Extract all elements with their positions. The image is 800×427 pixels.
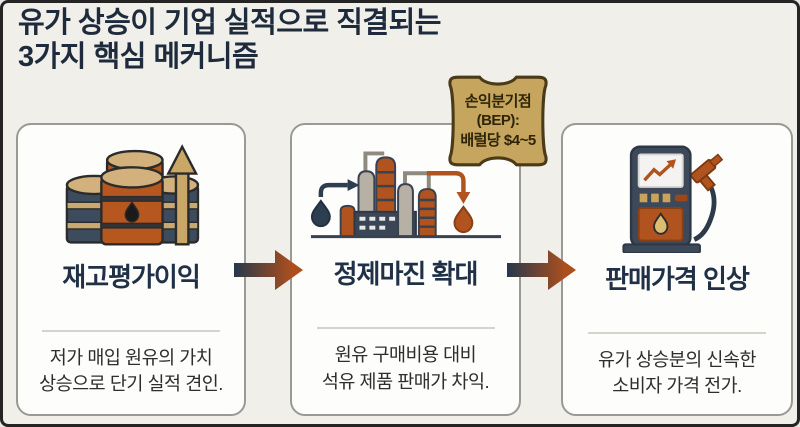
- desc-line-2: 석유 제품 판매가 차익.: [321, 370, 490, 392]
- oil-barrels-icon: [56, 141, 206, 251]
- fuel-pump-icon: [616, 141, 738, 253]
- card-heading: 판매가격 인상: [605, 264, 750, 294]
- bep-line-2: (BEP):: [476, 112, 520, 130]
- card-heading: 재고평가이익: [62, 262, 201, 292]
- title-line-2: 3가지 핵심 메커니즘: [18, 40, 259, 73]
- card-price-increase: 판매가격 인상 유가 상승분의 신속한 소비자 가격 전가.: [561, 123, 793, 416]
- bep-badge: 손익분기점 (BEP): 배럴당 $4~5: [443, 69, 553, 173]
- flow-arrow-icon-1: [234, 250, 303, 290]
- card-inventory-valuation: 재고평가이익 저가 매입 원유의 가치 상승으로 단기 실적 견인.: [16, 123, 246, 416]
- page-title: 유가 상승이 기업 실적으로 직결되는 3가지 핵심 메커니즘: [18, 7, 441, 74]
- bep-line-1: 손익분기점: [464, 93, 532, 111]
- title-line-1: 유가 상승이 기업 실적으로 직결되는: [18, 7, 441, 39]
- desc-line-1: 저가 매입 원유의 가치: [49, 346, 213, 368]
- desc-line-2: 상승으로 단기 실적 견인.: [39, 373, 223, 395]
- card-description: 저가 매입 원유의 가치 상승으로 단기 실적 견인.: [39, 345, 223, 399]
- oil-refinery-icon: [307, 141, 505, 248]
- desc-line-1: 유가 상승분의 신속한: [598, 348, 756, 370]
- bep-line-3: 배럴당 $4~5: [460, 131, 536, 149]
- flow-arrow-icon-2: [507, 250, 576, 290]
- card-description: 유가 상승분의 신속한 소비자 가격 전가.: [598, 347, 756, 401]
- card-divider: [588, 331, 766, 334]
- card-refining-margin: 정제마진 확대 원유 구매비용 대비 석유 제품 판매가 차익.: [290, 123, 521, 416]
- desc-line-2: 소비자 가격 전가.: [612, 375, 742, 397]
- plaque-frame-icon: [448, 75, 548, 167]
- desc-line-1: 원유 구매비용 대비: [334, 343, 477, 365]
- bep-badge-text: 손익분기점 (BEP): 배럴당 $4~5: [443, 69, 553, 173]
- card-divider: [42, 329, 220, 332]
- card-divider: [316, 326, 495, 329]
- card-heading: 정제마진 확대: [333, 259, 479, 290]
- card-description: 원유 구매비용 대비 석유 제품 판매가 차익.: [321, 342, 490, 396]
